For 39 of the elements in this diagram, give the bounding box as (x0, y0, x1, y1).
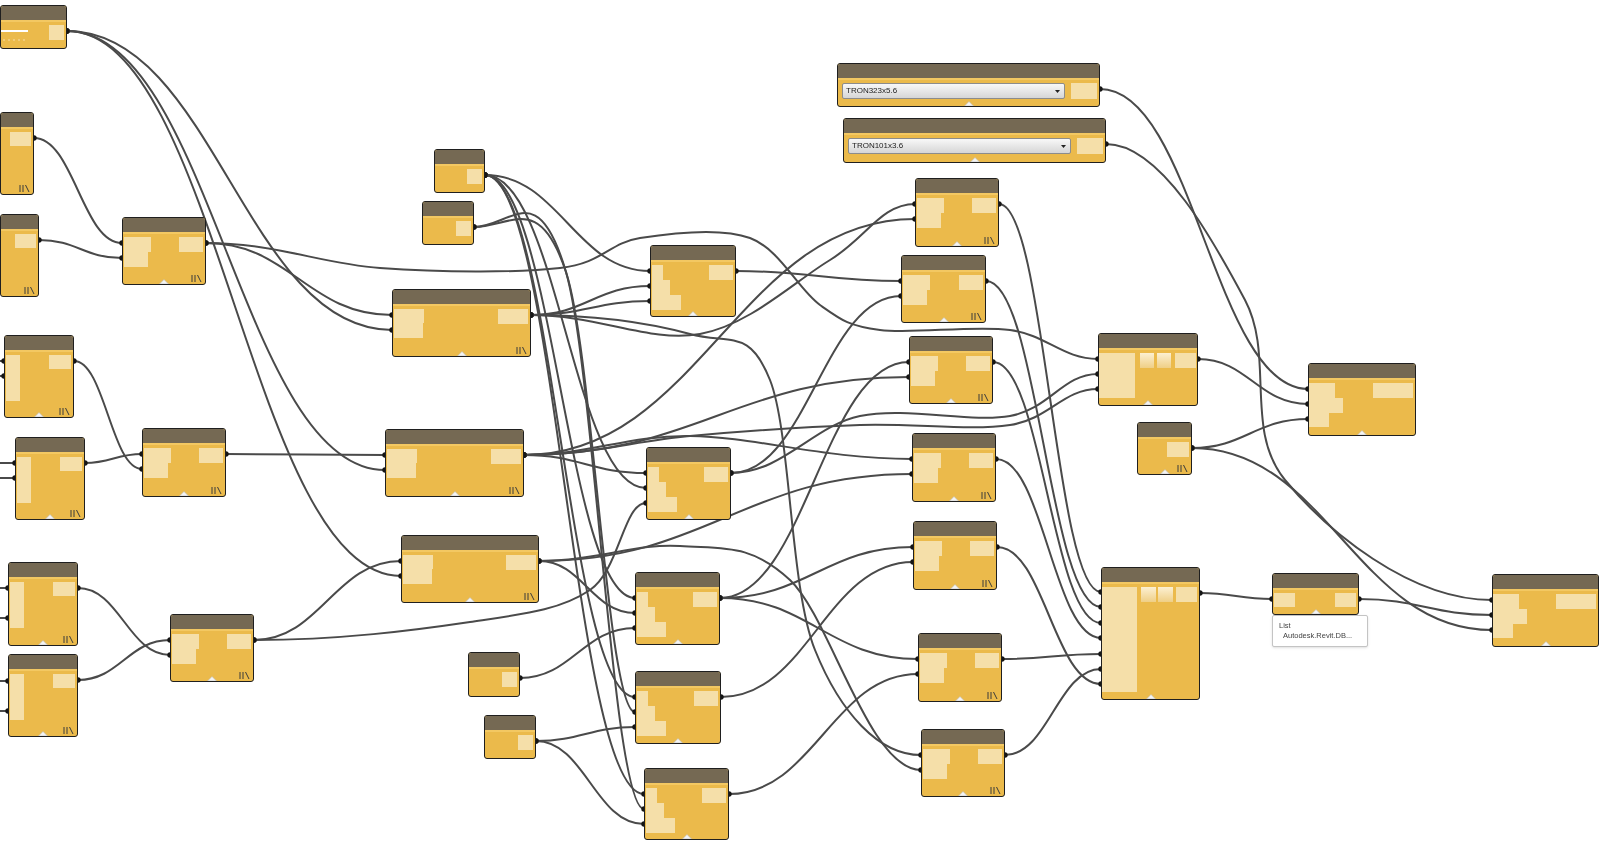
node-card (4, 335, 74, 418)
node-card (1308, 363, 1416, 436)
node-card (142, 428, 226, 497)
node-card (1137, 422, 1192, 475)
node-card (650, 245, 736, 317)
node-card (392, 289, 531, 357)
node-card (837, 63, 1100, 107)
node-card (385, 429, 524, 497)
node-card (915, 178, 999, 247)
node-card (644, 768, 729, 840)
node-card (484, 715, 536, 759)
node-card (1492, 574, 1599, 647)
node-card (122, 217, 206, 285)
dropdown-select: TRON323x5.6 (842, 83, 1065, 99)
node-card (909, 336, 993, 404)
node-card (0, 214, 39, 297)
node-card (1101, 567, 1200, 700)
node-card (635, 572, 720, 645)
node-card (15, 437, 85, 520)
node-card (918, 633, 1002, 702)
node-card (1098, 333, 1198, 406)
node-card (468, 652, 520, 697)
node-card (912, 433, 996, 502)
node-card (901, 255, 986, 323)
dropdown-select: TRON101x3.6 (848, 138, 1071, 154)
node-card (8, 654, 78, 737)
node-card (0, 5, 67, 49)
node-card (401, 535, 539, 603)
node-card (843, 118, 1106, 163)
node-card (8, 562, 78, 646)
node-card (646, 447, 731, 520)
node-card (434, 149, 485, 193)
node-card (422, 201, 474, 245)
node-card (635, 671, 721, 744)
node-card (170, 614, 254, 682)
node-card (0, 112, 34, 195)
node-card (1272, 573, 1359, 615)
node-card (913, 521, 997, 590)
node-card (921, 729, 1005, 797)
